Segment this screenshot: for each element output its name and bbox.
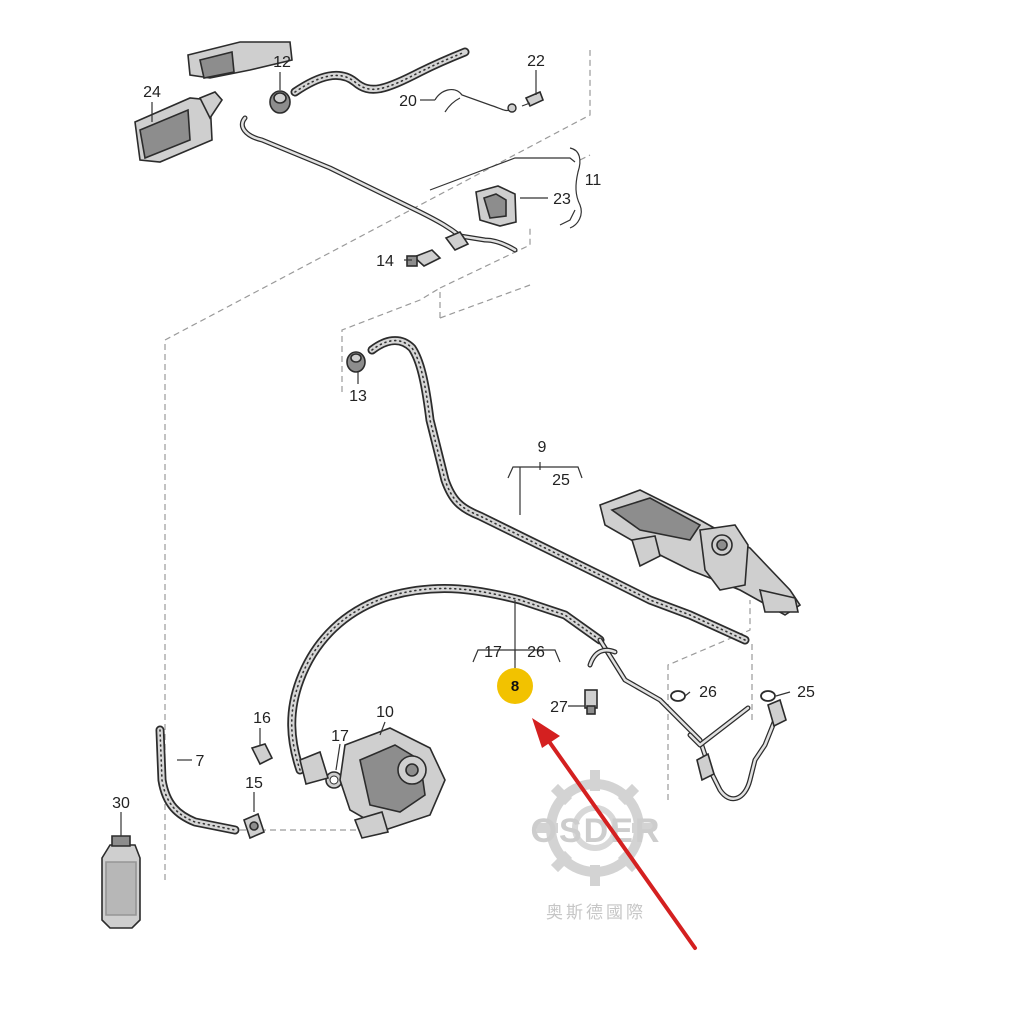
grommet-part-12 [269, 90, 291, 114]
reservoir-corner-part [187, 41, 293, 79]
grommet-part-13 [346, 351, 366, 373]
return-hose-top [290, 47, 470, 97]
o-ring-part-25 [760, 690, 776, 702]
screw-part-22 [521, 90, 545, 108]
watermark-subtitle: 奥斯德國際 [546, 903, 646, 923]
callout-20: 20 [399, 93, 417, 110]
connector-block-part-24 [134, 91, 224, 163]
callout-23: 23 [553, 191, 571, 208]
callout-12: 12 [273, 54, 291, 71]
callout-15: 15 [245, 775, 263, 792]
callout-17-lower: 17 [331, 728, 349, 745]
reservoir-hose-part-7 [155, 725, 240, 835]
pipe-fittings [696, 698, 787, 782]
callout-17-upper: 17 [484, 644, 502, 661]
pipe-clamp [444, 231, 470, 251]
bolt-part-27 [584, 689, 598, 715]
dashed-outline-frames [164, 50, 753, 880]
leader-lines [120, 70, 791, 836]
red-pointer-arrow-icon [532, 718, 697, 950]
callout-22: 22 [527, 53, 545, 70]
callout-16: 16 [253, 710, 271, 727]
gear-logo-icon [537, 770, 653, 886]
highlighted-part-badge: 8 [497, 668, 533, 704]
callout-14: 14 [376, 253, 394, 270]
callout-11: 11 [585, 172, 602, 189]
power-steering-pump-part-10 [299, 727, 446, 839]
o-ring-part-26 [670, 690, 686, 702]
steering-rack [599, 489, 802, 616]
clip-part-20 [434, 88, 517, 113]
callout-24: 24 [143, 84, 161, 101]
screw-part-16 [250, 743, 274, 766]
return-pipe-upper [239, 115, 518, 253]
union-part-15 [243, 812, 265, 840]
bracket-part-23 [475, 185, 517, 227]
callout-9: 9 [538, 439, 547, 456]
callout-labels: 12 24 22 20 11 23 14 13 9 25 17 26 27 26… [112, 53, 815, 812]
highlighted-part-number: 8 [511, 678, 519, 695]
callout-25-lower: 25 [797, 684, 815, 701]
callout-25-upper: 25 [552, 472, 570, 489]
callout-13: 13 [349, 388, 367, 405]
watermark: OSDER 奥斯德國際 [531, 770, 662, 923]
feed-hose-part-8 [287, 584, 605, 775]
fluid-bottle-part-30 [101, 835, 141, 929]
callout-26-upper: 26 [527, 644, 545, 661]
callout-7: 7 [196, 753, 205, 770]
callout-10: 10 [376, 704, 394, 721]
pressure-hose-part-9 [367, 336, 750, 645]
callout-30: 30 [112, 795, 130, 812]
bolt-part-14 [406, 249, 442, 267]
callout-27: 27 [550, 699, 568, 716]
return-pipe-lower [587, 637, 778, 802]
callout-26-lower: 26 [699, 684, 717, 701]
watermark-brand: OSDER [531, 812, 662, 850]
